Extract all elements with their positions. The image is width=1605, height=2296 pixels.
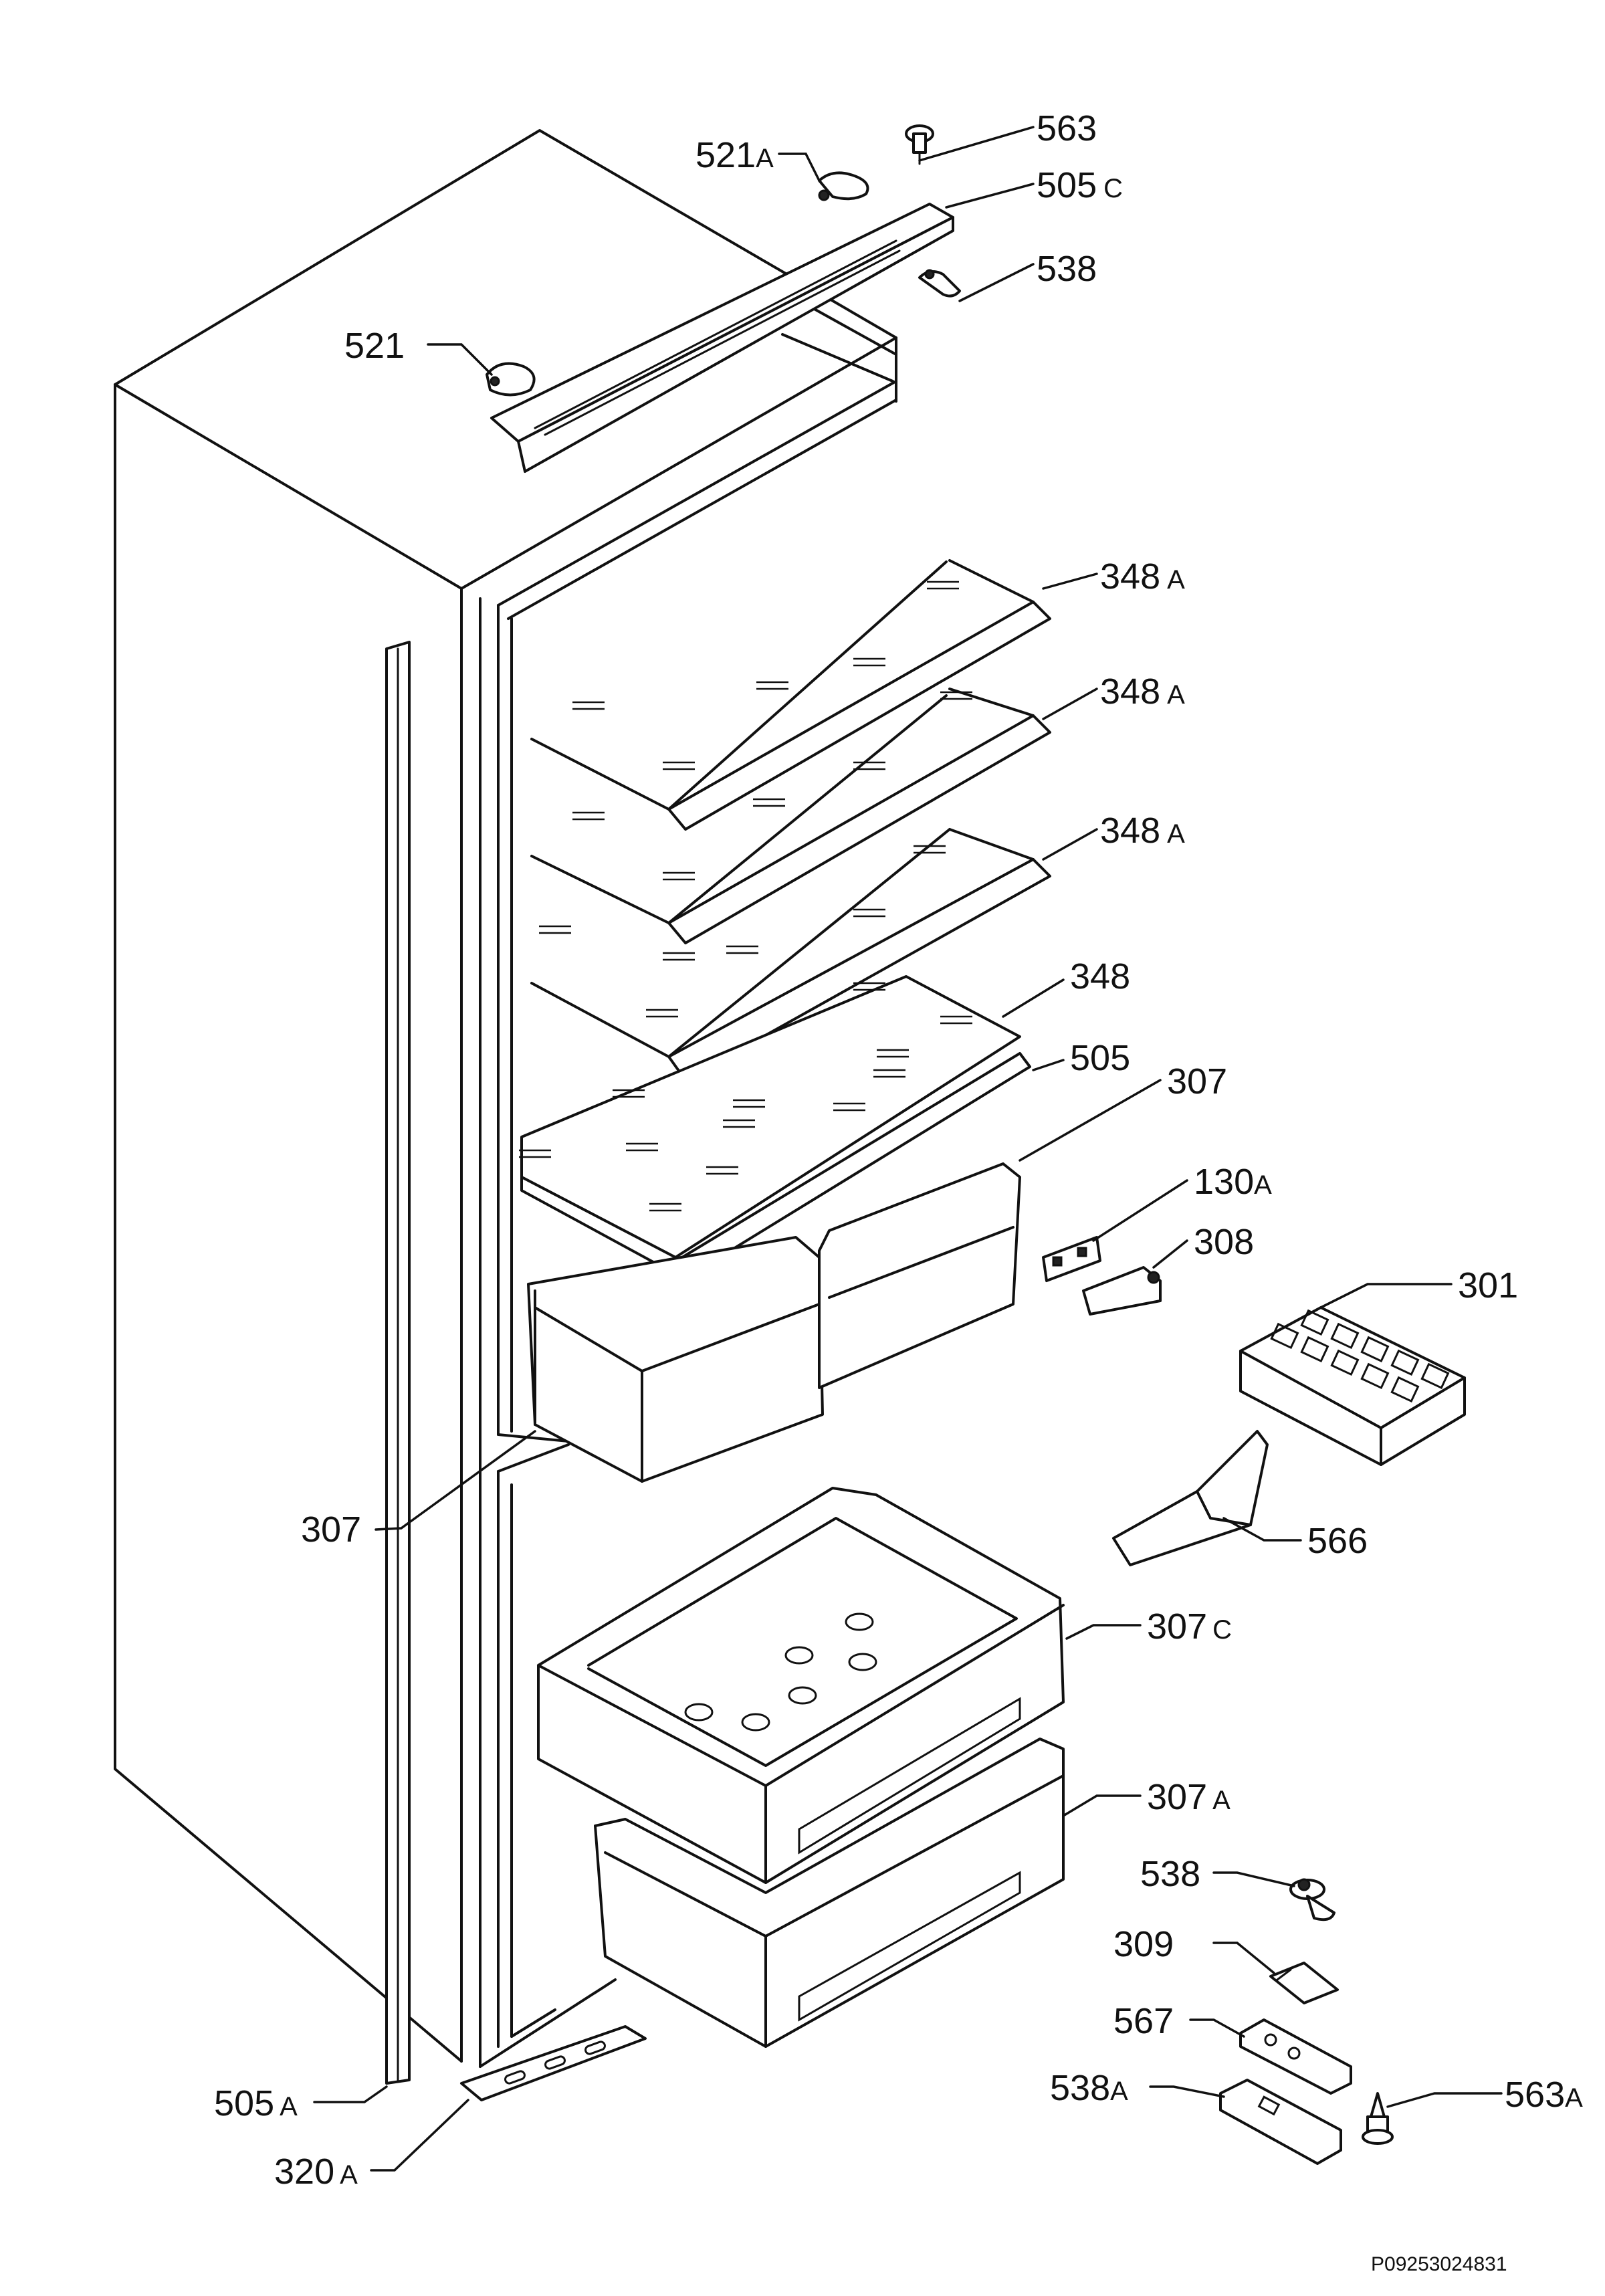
freezer-drawer-lower	[594, 1738, 1065, 2048]
drawing-reference-code: P09253024831	[1371, 2253, 1507, 2275]
glass-shelf-2	[530, 688, 1051, 944]
hinge-pin-538	[1289, 1878, 1335, 1921]
crisper-drawer-right	[818, 1162, 1021, 1389]
hinge-cap-521a	[818, 171, 869, 201]
door-seal-strip	[385, 641, 411, 2085]
bracket-308	[1082, 1266, 1162, 1316]
hinge-plate-567	[1239, 2018, 1352, 2095]
label-538: 538	[1140, 1854, 1200, 1894]
label-538-top: 538	[1037, 249, 1097, 289]
cover-309	[1269, 1962, 1339, 2004]
crisper-drawer-left	[527, 1236, 824, 1483]
top-rail	[490, 203, 954, 473]
label-307-right: 307	[1167, 1061, 1227, 1102]
screw-563a	[1362, 2092, 1394, 2145]
label-505: 505	[1070, 1038, 1130, 1078]
screw-563	[905, 124, 934, 165]
hinge-pin-538-top	[918, 269, 961, 298]
ice-scraper	[1112, 1430, 1269, 1566]
hinge-cap-521	[486, 362, 536, 397]
label-563: 563	[1037, 108, 1097, 148]
glass-shelf-1	[530, 559, 1051, 831]
label-130a: 130A	[1194, 1162, 1272, 1202]
label-563a: 563A	[1505, 2075, 1583, 2115]
bracket-130a	[1042, 1236, 1101, 1282]
leader-lines	[313, 126, 1503, 2172]
label-307-left: 307	[301, 1509, 361, 1550]
glass-surface-marks	[519, 581, 972, 1212]
ice-cube-tray	[1239, 1306, 1466, 1466]
label-521a: 521A	[696, 135, 774, 175]
label-538a: 538A	[1050, 2068, 1128, 2108]
label-348: 348	[1070, 956, 1130, 997]
label-308: 308	[1194, 1222, 1254, 1262]
glass-shelf-cover	[520, 975, 1031, 1275]
refrigerator-cabinet	[114, 129, 897, 2068]
glass-shelf-3	[530, 828, 1051, 1081]
freezer-drawer-upper	[537, 1487, 1065, 1884]
hinge-538a	[1219, 2079, 1342, 2165]
label-309: 309	[1113, 1924, 1174, 1964]
label-567: 567	[1113, 2001, 1174, 2041]
label-521: 521	[344, 326, 405, 366]
label-566: 566	[1307, 1521, 1368, 1561]
label-301: 301	[1458, 1265, 1518, 1306]
bottom-hinge-320a	[460, 2025, 647, 2101]
